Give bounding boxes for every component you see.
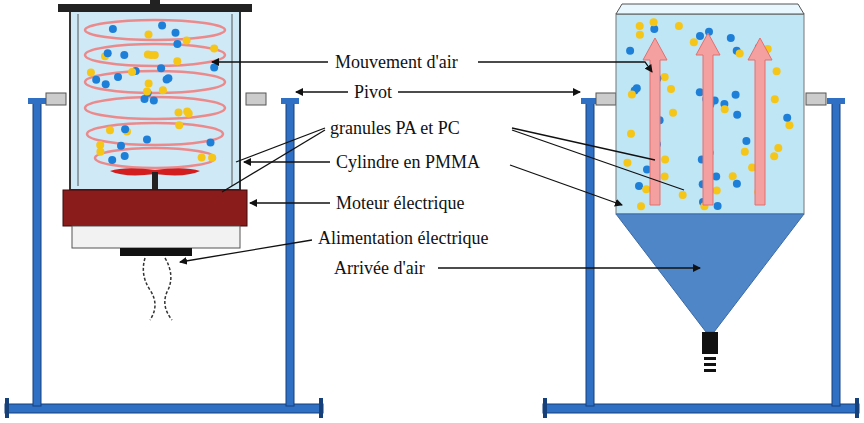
granule — [721, 105, 729, 113]
granule — [157, 64, 165, 72]
granule — [733, 111, 741, 119]
granule — [175, 121, 183, 129]
granule — [114, 73, 122, 81]
granule — [733, 180, 741, 188]
leader-lines — [180, 62, 700, 268]
granule — [696, 32, 704, 40]
granule — [661, 73, 669, 81]
granule — [150, 97, 158, 105]
granule — [736, 49, 744, 57]
granule — [108, 156, 116, 164]
granule — [96, 148, 104, 156]
granule — [714, 202, 722, 210]
granule — [87, 68, 95, 76]
granule — [145, 80, 153, 88]
granule — [164, 74, 172, 82]
granule — [141, 95, 149, 103]
granule — [106, 126, 114, 134]
part-label: Moteur électrique — [334, 193, 466, 213]
granule — [198, 154, 206, 162]
granule — [675, 22, 683, 30]
granule — [145, 31, 153, 39]
granule — [109, 25, 117, 33]
granule — [143, 135, 151, 143]
granule — [732, 91, 740, 99]
granule — [120, 51, 128, 59]
granule — [774, 144, 782, 152]
granule — [650, 18, 658, 26]
granule — [635, 182, 643, 190]
granule — [713, 187, 721, 195]
granule — [128, 68, 136, 76]
granule — [173, 57, 181, 65]
part-label: Arrivée d'air — [332, 258, 427, 278]
granule — [773, 67, 781, 75]
granule — [207, 139, 215, 147]
granule — [175, 109, 183, 117]
granule — [183, 108, 191, 116]
part-label: granules PA et PC — [328, 118, 462, 138]
granule — [637, 202, 645, 210]
granule — [669, 109, 677, 117]
granule — [627, 130, 635, 138]
granule — [770, 152, 778, 160]
granule — [771, 95, 779, 103]
granule — [628, 90, 636, 98]
granule — [626, 47, 634, 55]
granule — [623, 159, 631, 167]
part-label: Mouvement d'air — [333, 52, 460, 72]
granule — [729, 172, 737, 180]
stirred-column — [5, 0, 323, 418]
granule — [92, 76, 100, 84]
granule — [690, 38, 698, 46]
granule — [104, 49, 112, 57]
granule — [210, 64, 218, 72]
granule — [173, 40, 181, 48]
part-label: Pivot — [352, 82, 394, 102]
granule — [661, 156, 669, 164]
granule — [650, 25, 658, 33]
part-label: Cylindre en PMMA — [334, 152, 482, 172]
fluidized-column — [543, 4, 859, 418]
granule — [727, 34, 735, 42]
granule — [121, 152, 129, 160]
granule — [102, 80, 110, 88]
granule — [210, 45, 218, 53]
granule — [208, 154, 216, 162]
granule — [636, 31, 644, 39]
part-label: Alimentation électrique — [316, 228, 490, 248]
granule — [183, 37, 191, 45]
granule — [143, 87, 151, 95]
granule — [783, 114, 791, 122]
granule — [172, 29, 180, 37]
granule — [636, 22, 644, 30]
granule — [661, 173, 669, 181]
granule — [159, 86, 167, 94]
granule — [117, 142, 125, 150]
granule — [785, 121, 793, 129]
granule — [741, 148, 749, 156]
granule — [147, 51, 155, 59]
granule — [742, 137, 750, 145]
granule — [121, 125, 129, 133]
granule — [679, 191, 687, 199]
granule — [158, 21, 166, 29]
granule — [642, 185, 650, 193]
granule — [667, 85, 675, 93]
